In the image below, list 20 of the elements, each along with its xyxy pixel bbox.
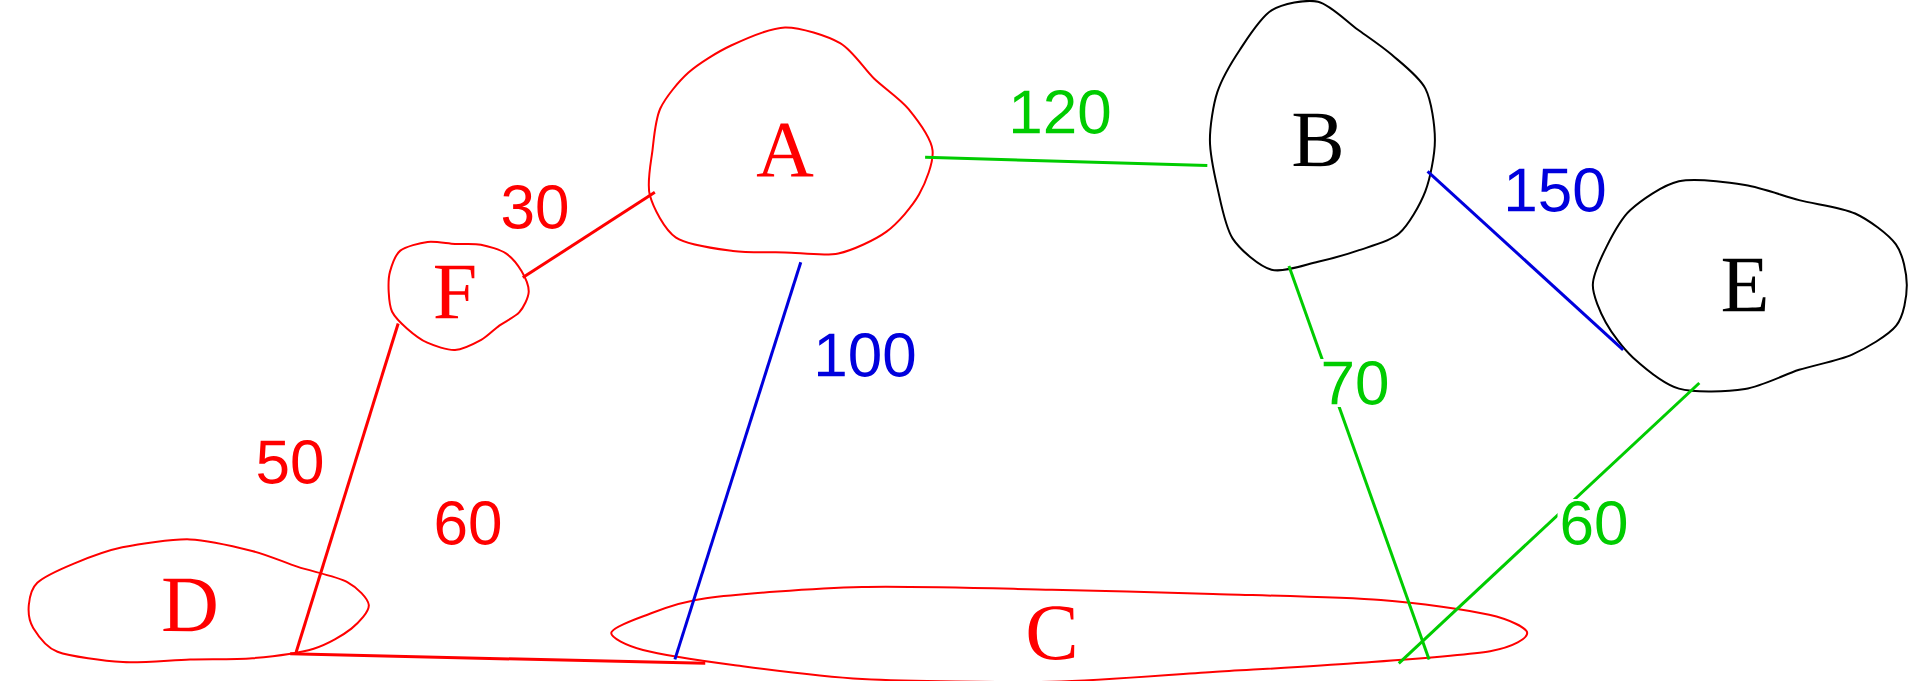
edge-label: 60 — [431, 499, 505, 547]
region-blob: D — [27, 538, 370, 664]
connecting-line — [290, 652, 706, 665]
connecting-line — [522, 191, 656, 279]
edge-label: 70 — [1318, 359, 1392, 407]
region-blob: A — [647, 26, 934, 256]
region-blob: C — [610, 585, 1529, 681]
connecting-line — [294, 323, 400, 653]
connecting-line — [673, 261, 803, 660]
region-blob: B — [1208, 0, 1436, 272]
connecting-line — [1426, 170, 1625, 351]
connecting-line — [925, 155, 1208, 168]
edge-label: 120 — [1006, 88, 1114, 136]
edge-label: 60 — [1557, 499, 1631, 547]
edge-label: 50 — [253, 438, 327, 486]
edge-label: 30 — [498, 183, 572, 231]
edge-label: 100 — [811, 331, 919, 379]
connecting-line — [1397, 381, 1701, 665]
region-blob: F — [387, 240, 530, 351]
connecting-line — [1287, 265, 1431, 660]
